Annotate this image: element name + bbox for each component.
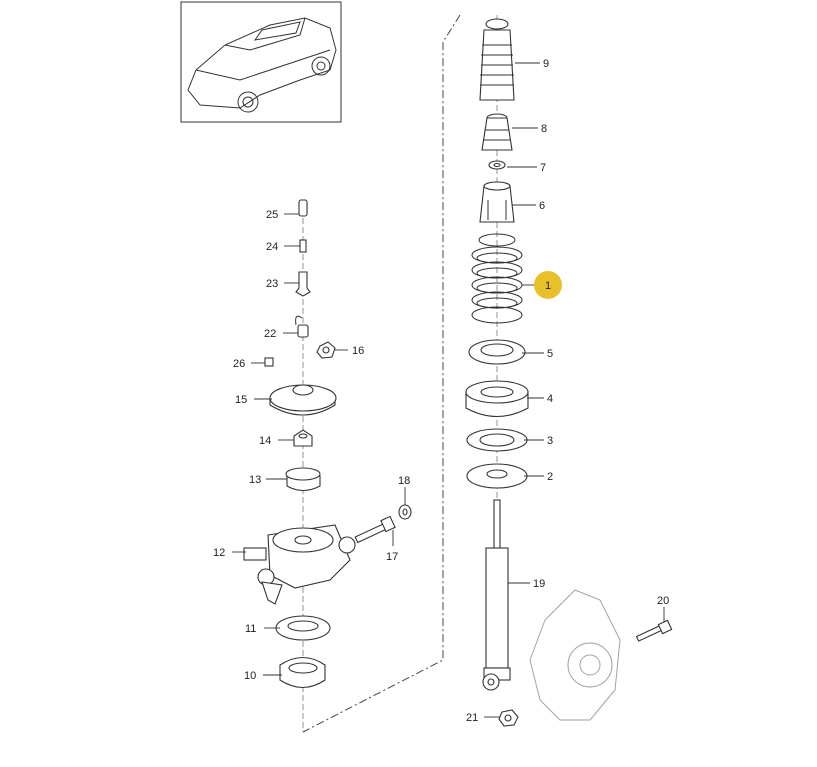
callout-16[interactable]: 16	[352, 345, 364, 357]
callout-6[interactable]: 6	[539, 200, 545, 212]
part-15-top-mount	[269, 384, 337, 416]
part-6-cup	[479, 181, 515, 223]
part-1-coil-spring	[471, 233, 523, 324]
callout-11[interactable]: 11	[245, 623, 256, 635]
part-10-spring-pad	[279, 656, 326, 689]
callout-13[interactable]: 13	[249, 474, 261, 486]
callout-14[interactable]: 14	[259, 435, 271, 447]
callout-18[interactable]: 18	[398, 475, 410, 487]
callout-25[interactable]: 25	[266, 209, 278, 221]
part-4-spring-seat	[465, 380, 529, 417]
part-9-boot	[479, 18, 515, 101]
callout-23[interactable]: 23	[266, 278, 278, 290]
part-21-nut	[498, 709, 519, 727]
callout-19[interactable]: 19	[533, 578, 545, 590]
callout-22[interactable]: 22	[264, 328, 276, 340]
part-25-valve	[298, 199, 308, 217]
callout-12[interactable]: 12	[213, 547, 225, 559]
wheel-carrier	[529, 589, 621, 721]
part-23-screw	[295, 271, 311, 297]
callout-3[interactable]: 3	[547, 435, 553, 447]
callout-2[interactable]: 2	[547, 471, 553, 483]
part-11-spring-pad	[275, 615, 331, 641]
part-26-cap	[264, 357, 274, 367]
callout-7[interactable]: 7	[540, 162, 546, 174]
callout-26[interactable]: 26	[233, 358, 245, 370]
part-18-washer	[398, 504, 412, 520]
callout-labels: 9 8 7 6 1 5 4 3 2 19 20 21 25 24 23 22 1…	[213, 58, 669, 724]
callout-17[interactable]: 17	[386, 551, 398, 563]
highlight-badge	[534, 271, 562, 299]
part-8-bump-stop	[481, 113, 513, 151]
callout-15[interactable]: 15	[235, 394, 247, 406]
part-5-spring-pad	[468, 339, 526, 365]
callout-5[interactable]: 5	[547, 348, 553, 360]
vehicle-inset	[180, 1, 342, 123]
callout-1[interactable]: 1	[545, 280, 551, 292]
part-17-bolt	[354, 515, 396, 544]
callout-9[interactable]: 9	[543, 58, 549, 70]
part-19-shock-absorber	[482, 499, 511, 691]
part-13-bearing	[285, 467, 321, 492]
part-24-pin	[299, 239, 307, 253]
part-20-bolt	[635, 619, 673, 642]
part-16-nut	[316, 341, 336, 359]
callout-8[interactable]: 8	[541, 123, 547, 135]
part-12-housing	[243, 524, 356, 605]
callout-21[interactable]: 21	[466, 712, 478, 724]
callout-24[interactable]: 24	[266, 241, 278, 253]
part-2-mount-plate	[466, 463, 528, 489]
part-3-gasket	[466, 428, 528, 452]
leader-lines	[232, 62, 665, 718]
callout-10[interactable]: 10	[244, 670, 256, 682]
part-22-line	[295, 315, 309, 338]
part-14-nut	[293, 429, 313, 447]
part-7-washer	[488, 160, 506, 170]
assembly-dashed-line	[302, 14, 461, 733]
callout-4[interactable]: 4	[547, 393, 553, 405]
callout-20[interactable]: 20	[657, 595, 669, 607]
